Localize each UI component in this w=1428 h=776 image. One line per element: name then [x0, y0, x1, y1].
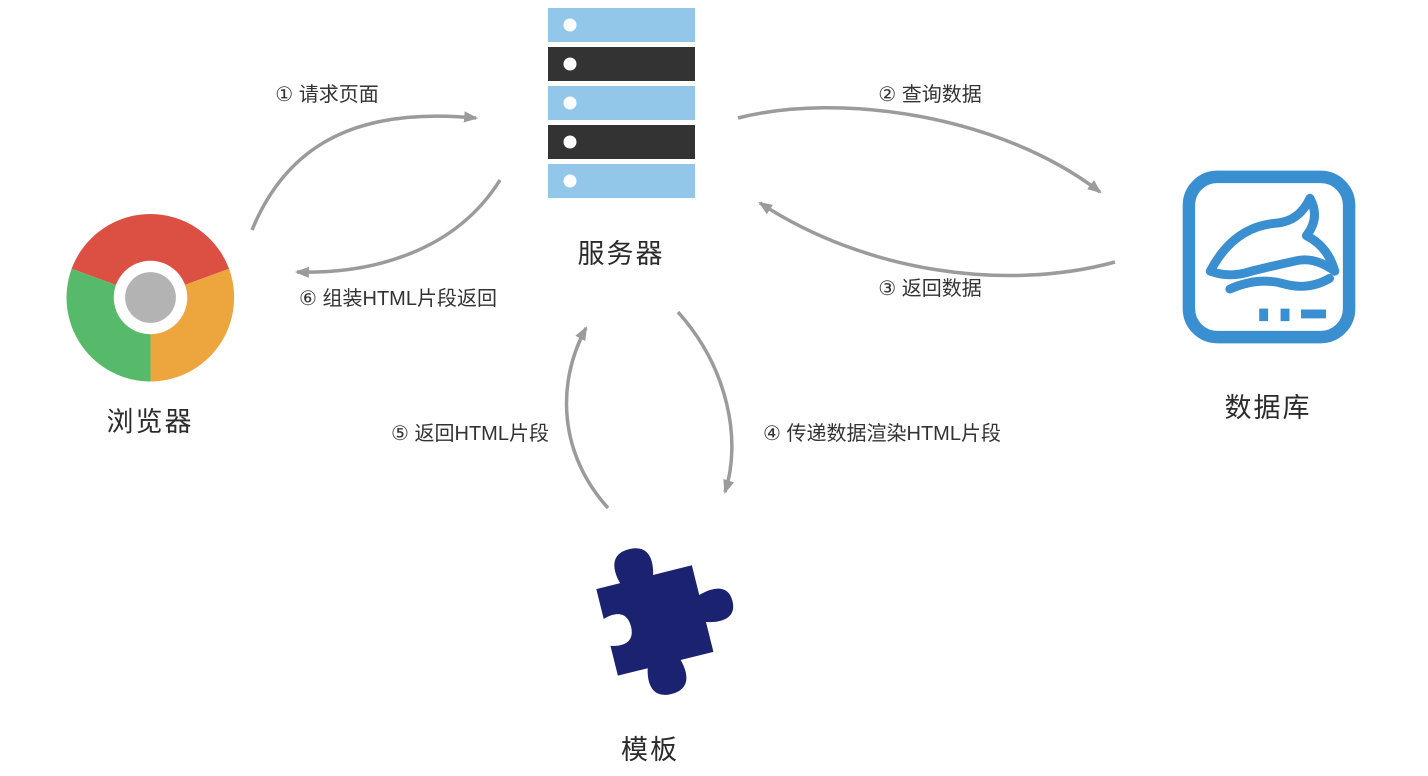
- server-led-3: [563, 96, 577, 110]
- server-label: 服务器: [577, 239, 665, 269]
- arrow-step2-query-data: [737, 106, 1102, 194]
- puzzle-piece-icon: [596, 548, 734, 695]
- puzzle-shape: [596, 548, 734, 695]
- step3-label: ③ 返回数据: [878, 278, 982, 300]
- browser-label: 浏览器: [106, 407, 194, 437]
- step6-label: ⑥ 组装HTML片段返回: [299, 288, 497, 310]
- chrome-browser-icon: [66, 214, 235, 382]
- step5-label: ⑤ 返回HTML片段: [391, 423, 549, 445]
- arrow-step4-pass-data: [676, 310, 735, 494]
- server-led-4: [563, 135, 577, 149]
- dolphin-wave: [1225, 273, 1334, 294]
- arrow-step1-request-page: [250, 111, 479, 231]
- template-label: 模板: [621, 735, 679, 765]
- server-led-2: [563, 57, 577, 71]
- step2-label: ② 查询数据: [878, 84, 982, 106]
- server-led-5: [563, 174, 577, 188]
- arrow-step6-return-html: [294, 179, 502, 278]
- server-rack-icon: [548, 8, 695, 198]
- step1-label: ① 请求页面: [275, 84, 379, 106]
- arrow-step5-return-fragment: [564, 326, 610, 510]
- database-frame: [1182, 170, 1356, 344]
- server-led-1: [563, 18, 577, 32]
- dolphin-water-dashes: [1259, 308, 1326, 322]
- step4-label: ④ 传递数据渲染HTML片段: [763, 423, 1001, 445]
- chrome-red-segment: [71, 214, 230, 298]
- database-label: 数据库: [1224, 393, 1312, 423]
- chrome-center-dot: [125, 272, 176, 323]
- arrow-step3-return-data: [758, 201, 1116, 278]
- dolphin-body: [1205, 193, 1340, 280]
- mysql-dolphin-icon: [1182, 170, 1356, 344]
